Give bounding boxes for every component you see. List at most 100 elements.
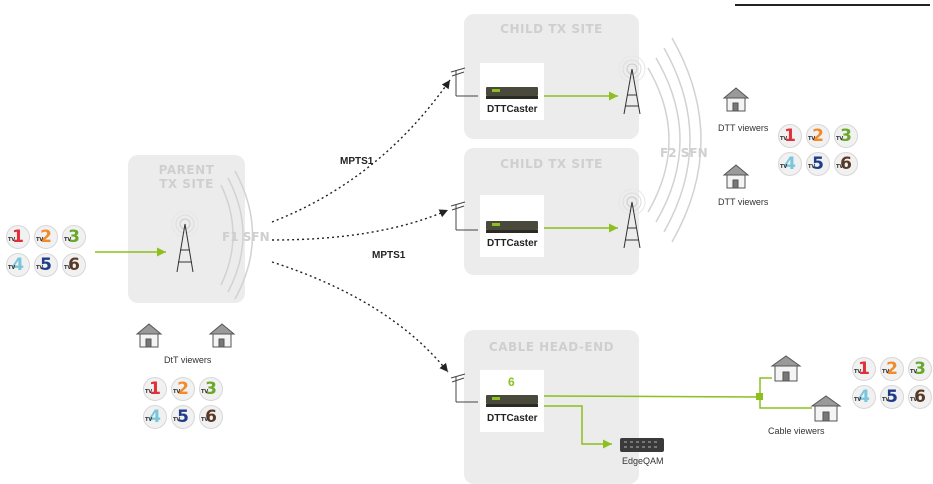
tv-channel-prefix: TV — [854, 369, 862, 375]
tv-channel-number: 1 — [784, 126, 796, 146]
tv-channel-prefix: TV — [854, 397, 862, 403]
cable-device-label: DTTCaster — [487, 413, 538, 424]
edgeqam-label: EdgeQAM — [622, 456, 664, 466]
child1-tower — [618, 55, 646, 115]
tv-channel-prefix: TV — [808, 164, 816, 170]
tv-channel-prefix: TV — [8, 265, 16, 271]
tv-channel-number: 3 — [914, 359, 926, 379]
f2-sfn-waves — [647, 37, 702, 243]
parent-site-title-line2: TX SITE — [159, 177, 214, 191]
f2-sfn-label: F2 SFN — [660, 146, 708, 160]
parent-tower — [171, 210, 199, 273]
tv-channel-number: 3 — [840, 126, 852, 146]
child2-device-label: DTTCaster — [487, 238, 538, 249]
tv-channel-number: 5 — [40, 255, 52, 275]
tv-channel-number: 1 — [149, 379, 161, 399]
tv-channel-number: 4 — [784, 154, 796, 174]
dtt-viewers-label-parent: DtT viewers — [164, 355, 212, 365]
tv-channel-number: 6 — [205, 407, 217, 427]
top-rule — [735, 4, 930, 6]
tv-channel-number: 5 — [886, 387, 898, 407]
tv-channel-number: 2 — [886, 359, 898, 379]
child-site-title-2: CHILD TX SITE — [500, 157, 603, 171]
tv-channel-number: 3 — [68, 227, 80, 247]
cable-viewers-label: Cable viewers — [768, 426, 825, 436]
cable-splitter — [756, 393, 763, 400]
house-icons — [135, 87, 842, 422]
parent-site-title-line1: PARENT — [158, 163, 215, 177]
tv-channel-prefix: TV — [173, 389, 181, 395]
tv-channel-number: 5 — [177, 407, 189, 427]
tv-channel-number: 6 — [68, 255, 80, 275]
tv-channel-prefix: TV — [910, 369, 918, 375]
f1-sfn-waves — [220, 170, 254, 300]
tv-channel-number: 5 — [812, 154, 824, 174]
child-site-title-1: CHILD TX SITE — [500, 22, 603, 36]
tv-channel-number: 2 — [177, 379, 189, 399]
dttcaster-device-1 — [486, 87, 538, 99]
tv-channel-prefix: TV — [36, 265, 44, 271]
tv-channel-prefix: TV — [64, 265, 72, 271]
tv-channel-number: 3 — [205, 379, 217, 399]
tv-channel-prefix: TV — [780, 136, 788, 142]
tv-channel-number: 6 — [914, 387, 926, 407]
cable-headend-title: CABLE HEAD-END — [488, 340, 615, 354]
tv-channel-number: 2 — [40, 227, 52, 247]
tv-channel-prefix: TV — [836, 164, 844, 170]
dtt-viewers-label-lower: DTT viewers — [718, 197, 769, 207]
dtt-viewers-label-upper: DTT viewers — [718, 123, 769, 133]
dttcaster-device-3 — [486, 395, 538, 407]
cable-links — [543, 377, 812, 449]
tv-channel-number: 1 — [12, 227, 24, 247]
child-tx-site-panel-1: CHILD TX SITE — [464, 14, 639, 139]
tv-channel-prefix: TV — [8, 237, 16, 243]
tv-channel-prefix: TV — [36, 237, 44, 243]
tv-channel-prefix: TV — [173, 417, 181, 423]
tv-channel-number: 4 — [858, 387, 870, 407]
tv-channel-number: 2 — [812, 126, 824, 146]
tv-channel-prefix: TV — [882, 369, 890, 375]
mpts1-label-upper: MPTS1 — [340, 156, 374, 167]
tv-channel-prefix: TV — [145, 389, 153, 395]
tv-channel-prefix: TV — [808, 136, 816, 142]
tv-channel-prefix: TV — [145, 417, 153, 423]
tv-channel-prefix: TV — [836, 136, 844, 142]
f1-sfn-label: F1 SFN — [222, 230, 270, 244]
tv-channel-number: 4 — [149, 407, 161, 427]
mpts-links — [271, 79, 451, 373]
tv-channel-prefix: TV — [780, 164, 788, 170]
tv-channel-prefix: TV — [64, 237, 72, 243]
tv-channel-number: 4 — [12, 255, 24, 275]
tv-channel-prefix: TV — [910, 397, 918, 403]
tv-channel-prefix: TV — [201, 389, 209, 395]
child2-tower — [618, 188, 646, 249]
rx-antennas — [450, 67, 478, 403]
tv-channel-prefix: TV — [882, 397, 890, 403]
tv-channel-prefix: TV — [201, 417, 209, 423]
tv-channel-number: 6 — [840, 154, 852, 174]
child1-device-label: DTTCaster — [487, 104, 538, 115]
